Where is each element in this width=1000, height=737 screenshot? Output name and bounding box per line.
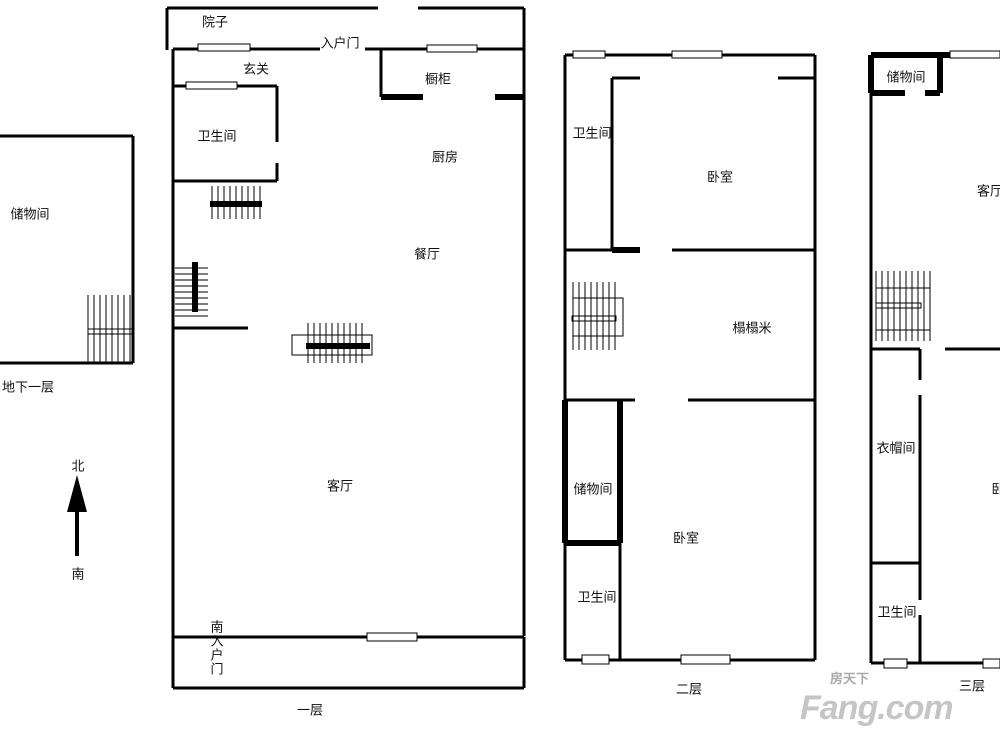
room-label: 客厅 (326, 479, 354, 495)
room-label: 院子 (201, 15, 229, 31)
window (197, 43, 251, 52)
stair-landing (572, 297, 624, 337)
room-label: 卫生间 (877, 605, 917, 621)
room-label: 南入户门 (207, 620, 223, 676)
stair-landing (875, 287, 931, 331)
stair-rail (87, 328, 133, 335)
room-label: 入户门 (320, 36, 360, 52)
window (572, 50, 606, 59)
room-label: 玄关 (242, 62, 270, 78)
window (949, 50, 1000, 59)
room-label: 卧 (991, 482, 1000, 498)
window (581, 654, 610, 665)
compass-north: 北 (71, 459, 85, 475)
window (982, 658, 1000, 669)
window (680, 654, 731, 665)
room-label: 餐厅 (413, 247, 441, 263)
window (883, 658, 908, 669)
room-label: 厨房 (431, 150, 459, 166)
room-label: 卫生间 (197, 129, 237, 145)
room-label: 榻榻米 (732, 321, 772, 337)
room-label: 储物间 (573, 482, 613, 498)
room-label: 储物间 (886, 70, 926, 86)
window (426, 44, 478, 53)
north-arrow-icon (67, 475, 87, 556)
room-label: 卫生间 (577, 590, 617, 606)
compass-south: 南 (71, 567, 85, 583)
stair-rail (571, 315, 617, 322)
room-label: 卫生间 (572, 126, 612, 142)
room-label: 卧室 (706, 170, 734, 186)
floor-title-3: 三层 (958, 679, 986, 695)
floor-title-1: 一层 (296, 703, 324, 719)
watermark-en: Fang.com (800, 689, 954, 727)
floor-title-b1: 地下一层 (1, 380, 55, 396)
window (366, 632, 418, 642)
room-label: 衣帽间 (876, 441, 916, 457)
watermark-cn: 房天下 (830, 671, 870, 686)
room-label: 客厅 (976, 184, 1000, 200)
room-label: 储物间 (10, 207, 50, 223)
floor-title-2: 二层 (675, 682, 703, 698)
room-label: 橱柜 (424, 72, 452, 88)
window (671, 50, 723, 59)
stair-rail (875, 302, 922, 309)
window (185, 81, 238, 90)
room-label: 卧室 (672, 531, 700, 547)
